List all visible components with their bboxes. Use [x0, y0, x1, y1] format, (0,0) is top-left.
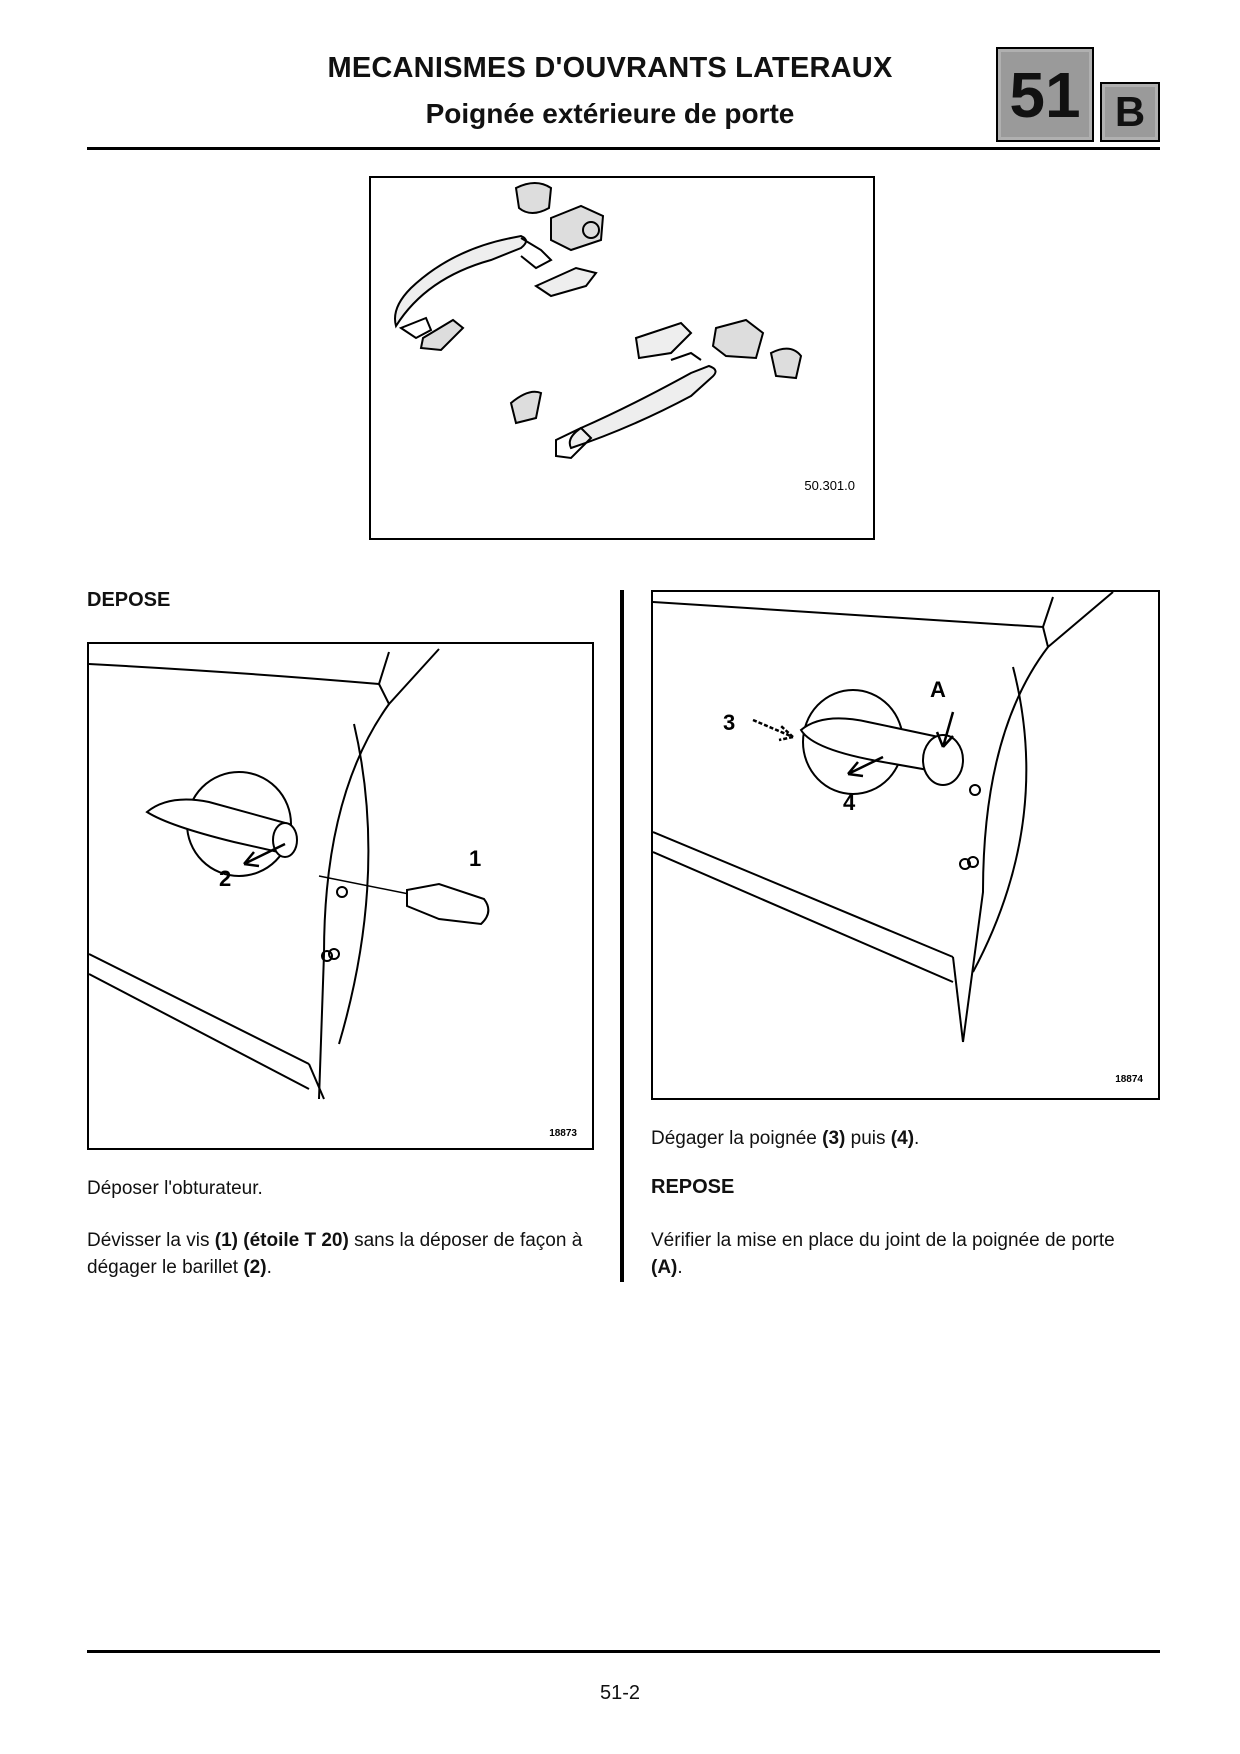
- repose-drawing: A 3 4 18874: [653, 592, 1143, 1085]
- exploded-view-figure: 50.301.0: [369, 176, 875, 540]
- repose-figure: A 3 4 18874: [651, 590, 1160, 1100]
- repose-intro-step: Dégager la poignée (3) puis (4).: [651, 1125, 1161, 1152]
- repose-step-text-b: .: [677, 1257, 683, 1278]
- repose-step: Vérifier la mise en place du joint de la…: [651, 1227, 1131, 1281]
- section-letter-badge: B: [1100, 82, 1160, 142]
- column-divider: [620, 590, 624, 1282]
- exploded-figure-ref: 50.301.0: [804, 478, 855, 493]
- depose-step-2-ref-screw: (1) (étoile T 20): [214, 1230, 349, 1251]
- depose-heading: DEPOSE: [87, 589, 171, 611]
- repose-heading: REPOSE: [651, 1176, 735, 1198]
- depose-figure: 1 2 18873: [87, 642, 594, 1150]
- page-number: 51-2: [599, 1682, 641, 1704]
- repose-step-text-a: Vérifier la mise en place du joint de la…: [651, 1230, 1115, 1251]
- depose-step-2-text-c: .: [266, 1257, 272, 1278]
- depose-step-1: Déposer l'obturateur.: [87, 1178, 263, 1199]
- depose-step-2-ref-barrel: (2): [243, 1257, 267, 1278]
- repose-step-ref-a: (A): [651, 1257, 678, 1278]
- depose-figure-ref: 18873: [549, 1128, 577, 1139]
- section-subtitle: Poignée extérieure de porte: [425, 98, 795, 129]
- callout-4: 4: [843, 790, 856, 815]
- section-number-badge: 51: [996, 47, 1094, 142]
- repose-intro-text-a: Dégager la poignée: [651, 1128, 823, 1149]
- repose-figure-ref: 18874: [1115, 1074, 1143, 1085]
- repose-intro-ref-3: (3): [822, 1128, 846, 1149]
- callout-3: 3: [723, 710, 735, 735]
- callout-2: 2: [219, 866, 231, 891]
- callout-a: A: [930, 677, 946, 702]
- header-rule: [87, 147, 1160, 150]
- section-title: MECANISMES D'OUVRANTS LATERAUX: [327, 52, 893, 84]
- repose-intro-text-c: .: [914, 1128, 920, 1149]
- exploded-view-drawing: 50.301.0: [394, 182, 855, 493]
- depose-drawing: 1 2 18873: [89, 648, 577, 1139]
- footer-rule: [87, 1650, 1160, 1653]
- callout-1: 1: [469, 846, 481, 871]
- depose-step-2: Dévisser la vis (1) (étoile T 20) sans l…: [87, 1227, 587, 1281]
- depose-step-2-text-a: Dévisser la vis: [87, 1230, 215, 1251]
- depose-step-2-text-b: sans la déposer de façon à dégager le ba…: [87, 1230, 583, 1278]
- repose-intro-text-b: puis: [845, 1128, 891, 1149]
- repose-intro-ref-4: (4): [890, 1128, 915, 1149]
